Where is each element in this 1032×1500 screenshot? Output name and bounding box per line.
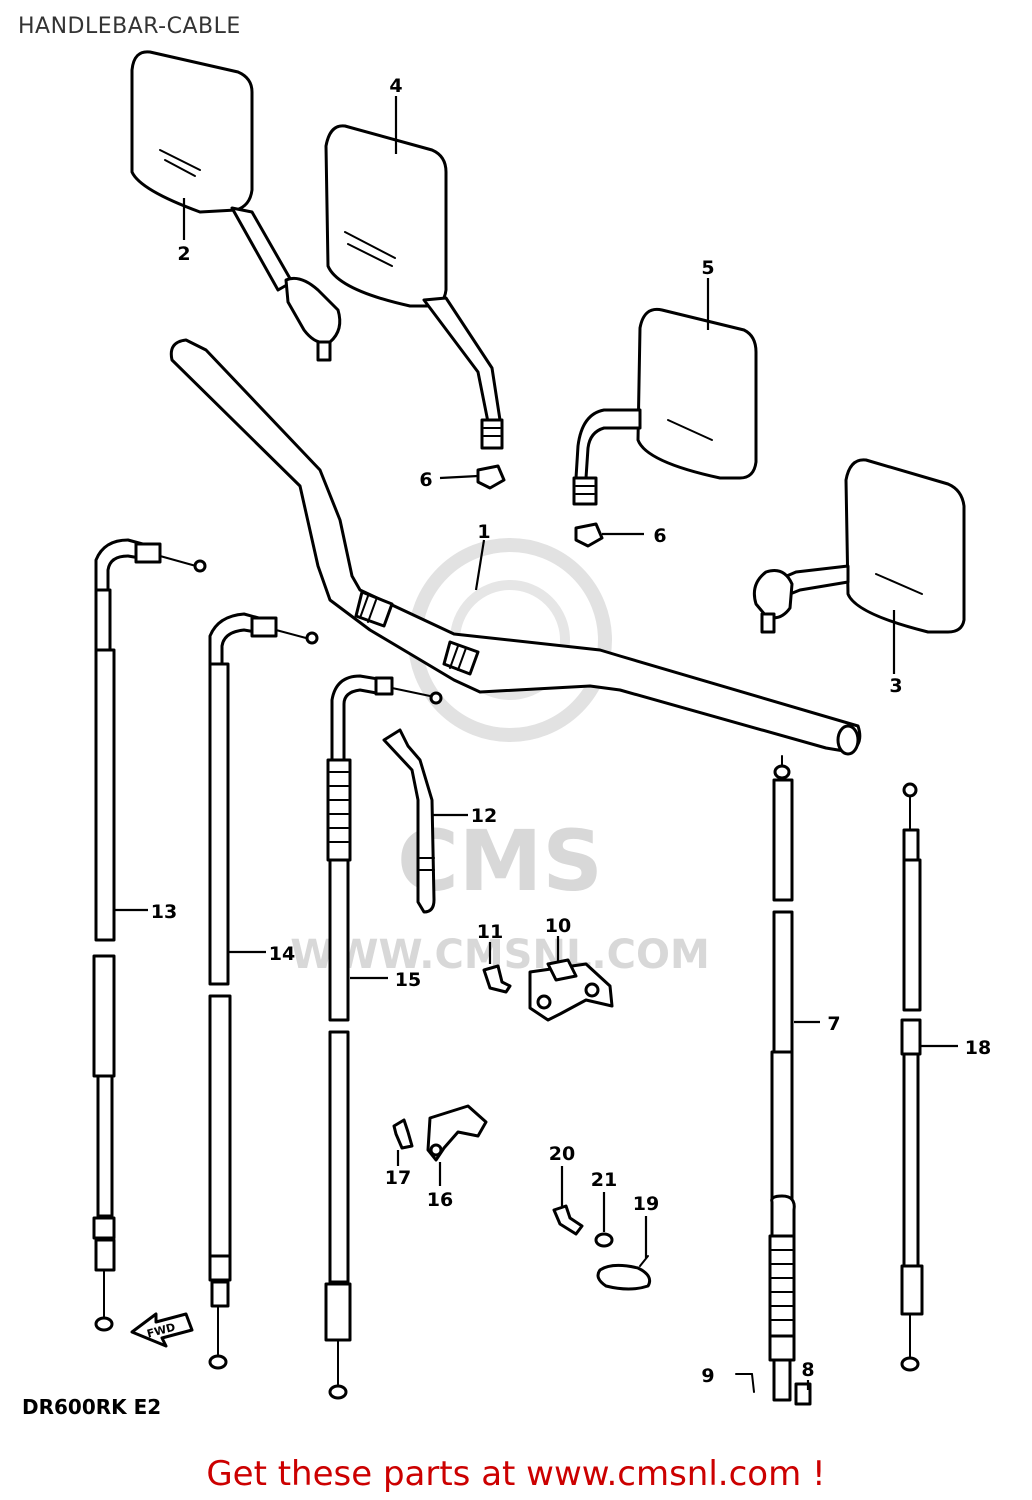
adjuster-9	[735, 1373, 755, 1393]
callout-10: 10	[545, 915, 571, 937]
parts-link-banner[interactable]: Get these parts at www.cmsnl.com !	[206, 1454, 826, 1494]
cable-guide-12	[382, 728, 436, 914]
callout-21: 21	[591, 1169, 617, 1191]
callout-16: 16	[427, 1189, 453, 1211]
callout-2: 2	[177, 243, 190, 265]
callout-6-right: 6	[653, 525, 666, 547]
mirror-right	[752, 458, 966, 634]
callout-7: 7	[827, 1013, 840, 1035]
callout-19: 19	[633, 1193, 659, 1215]
callout-9: 9	[701, 1365, 714, 1387]
bolt-20	[552, 1204, 584, 1236]
model-code: DR600RK E2	[22, 1395, 161, 1419]
callout-17: 17	[385, 1167, 411, 1189]
washer-21	[594, 1232, 614, 1248]
handlebar	[169, 338, 862, 756]
clutch-cable-7	[768, 755, 796, 1402]
callout-20: 20	[549, 1143, 575, 1165]
clamp-10	[528, 958, 614, 1022]
callout-6-left: 6	[419, 469, 432, 491]
callout-18: 18	[965, 1037, 991, 1059]
callout-15: 15	[395, 969, 421, 991]
callout-5: 5	[701, 257, 714, 279]
callout-1: 1	[477, 521, 490, 543]
callout-13: 13	[151, 901, 177, 923]
decomp-cable-18	[900, 782, 924, 1372]
throttle-cable-13	[92, 538, 207, 1332]
callout-11: 11	[477, 921, 503, 943]
cable-end-8	[794, 1382, 812, 1406]
nut-left	[476, 464, 506, 490]
callouts: 1 2 3 4 5 6 6 7 8 9 10 11 12 13 14 15 16…	[151, 75, 991, 1387]
callout-12: 12	[471, 805, 497, 827]
clamp-16	[426, 1104, 488, 1162]
callout-3: 3	[889, 675, 902, 697]
callout-4: 4	[389, 75, 402, 97]
forward-arrow-icon: FWD	[130, 1312, 194, 1348]
mirror-right-b	[572, 307, 758, 506]
throttle-cable-14	[208, 612, 319, 1370]
bolt-17	[392, 1118, 414, 1150]
mirror-left	[130, 50, 342, 362]
clip-19	[596, 1255, 652, 1291]
page-title: HANDLEBAR-CABLE	[18, 14, 241, 39]
leader-lines	[114, 96, 958, 1390]
callout-14: 14	[269, 943, 295, 965]
bolt-11	[482, 964, 512, 994]
callout-8: 8	[801, 1359, 814, 1381]
mirror-left-b	[324, 124, 504, 450]
choke-cable-15	[324, 674, 443, 1400]
nut-right	[574, 522, 604, 548]
